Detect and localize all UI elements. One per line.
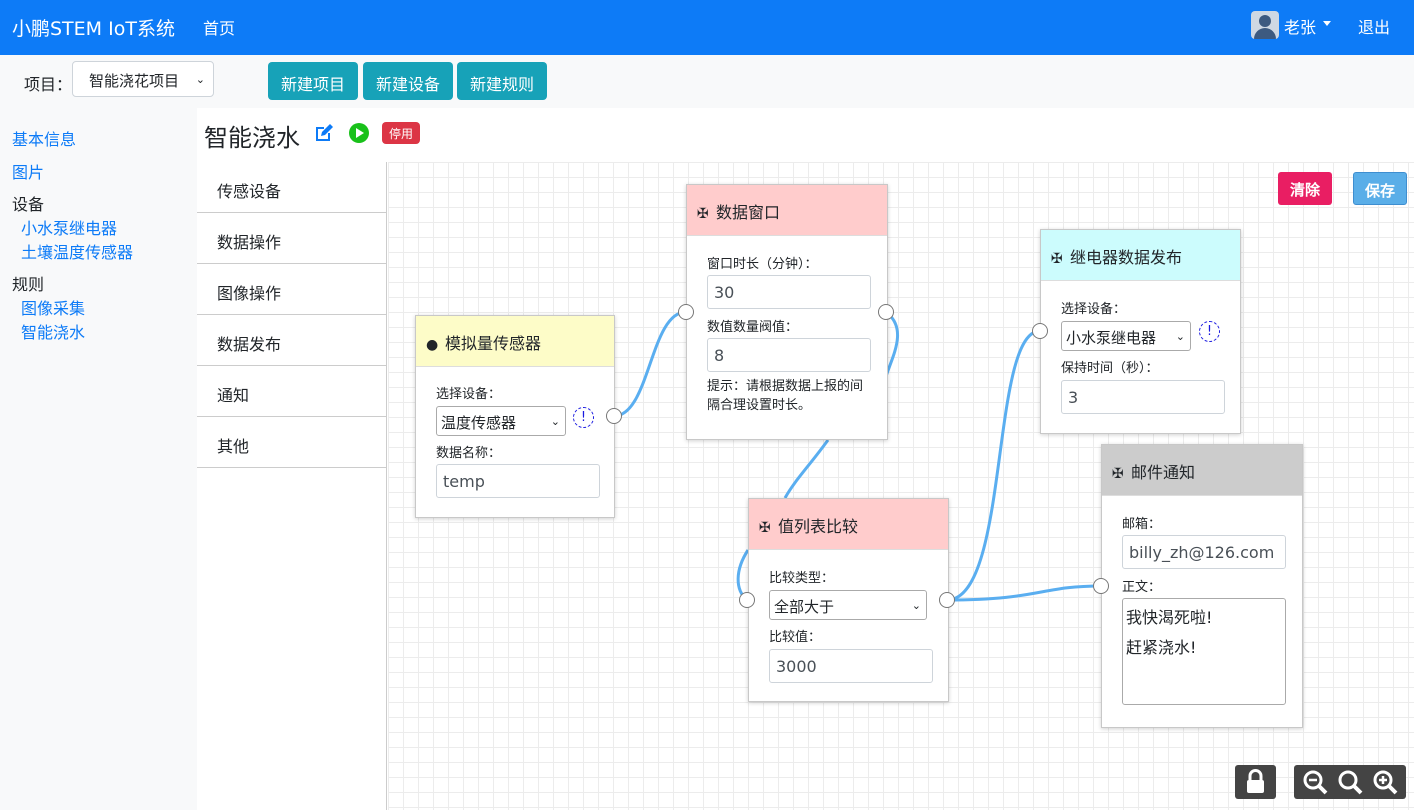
wire xyxy=(613,310,687,418)
node-data-window[interactable]: ✠ 数据窗口 窗口时长（分钟）： 30 数值数量阀值： 8 提示：请根据数据上报的… xyxy=(686,184,888,440)
compare-type-select[interactable]: 全部大于⌄ xyxy=(769,590,927,620)
project-label: 项目： xyxy=(24,75,73,94)
body-textarea[interactable]: 我快渴死啦! 赶紧浇水! xyxy=(1122,598,1286,705)
input-port[interactable] xyxy=(1093,578,1109,594)
palette-item[interactable]: 传感设备 xyxy=(197,162,387,213)
new-rule-button[interactable]: 新建规则 xyxy=(457,62,547,100)
navbar: 小鹏STEM IoT系统 首页 老张 退出 xyxy=(0,0,1414,55)
palette-item[interactable]: 数据发布 xyxy=(197,315,387,366)
chevron-down-icon[interactable] xyxy=(1323,21,1331,26)
node-title: 邮件通知 xyxy=(1131,463,1196,482)
output-port[interactable] xyxy=(939,592,955,608)
node-title: 模拟量传感器 xyxy=(445,334,542,353)
slack-icon: ✠ xyxy=(1112,466,1124,482)
project-select[interactable]: 智能浇花项目⌄ xyxy=(72,61,214,97)
new-project-button[interactable]: 新建项目 xyxy=(268,62,358,100)
slack-icon: ✠ xyxy=(697,206,709,222)
field-label: 窗口时长（分钟）： xyxy=(707,257,818,272)
sidebar: 基本信息 图片 设备 小水泵继电器 土壤温度传感器 规则 图像采集 智能浇水 xyxy=(0,108,197,810)
node-palette: 传感设备 数据操作 图像操作 数据发布 通知 其他 xyxy=(197,162,387,810)
input-port[interactable] xyxy=(739,592,755,608)
field-label: 比较值： xyxy=(769,630,822,645)
lock-icon xyxy=(1247,769,1264,793)
email-input[interactable]: billy_zh@126.com xyxy=(1122,535,1286,569)
new-device-button[interactable]: 新建设备 xyxy=(363,62,453,100)
field-label: 数据名称： xyxy=(436,446,502,461)
info-icon[interactable]: ! xyxy=(1199,321,1220,342)
zoom-in-icon[interactable] xyxy=(1372,769,1398,795)
brand[interactable]: 小鹏STEM IoT系统 xyxy=(12,18,175,40)
sidebar-device-item[interactable]: 土壤温度传感器 xyxy=(21,243,134,262)
info-icon[interactable]: ! xyxy=(573,407,594,428)
sidebar-devices-header: 设备 xyxy=(12,195,45,214)
palette-item[interactable]: 其他 xyxy=(197,417,387,468)
data-name-input[interactable]: temp xyxy=(436,464,600,498)
node-analog-sensor[interactable]: ● 模拟量传感器 选择设备： 温度传感器⌄ ! 数据名称： temp xyxy=(415,315,615,518)
input-port[interactable] xyxy=(1032,323,1048,339)
zoom-out-icon[interactable] xyxy=(1302,769,1328,795)
slack-icon: ✠ xyxy=(1051,251,1063,267)
play-icon[interactable] xyxy=(348,122,370,144)
sidebar-device-item[interactable]: 小水泵继电器 xyxy=(21,219,118,238)
output-port[interactable] xyxy=(878,304,894,320)
user-menu[interactable]: 老张 xyxy=(1284,18,1317,37)
device-select[interactable]: 温度传感器⌄ xyxy=(436,406,566,436)
compare-value-input[interactable]: 3000 xyxy=(769,649,933,683)
body-line: 赶紧浇水! xyxy=(1126,638,1197,657)
chevron-down-icon: ⌄ xyxy=(1175,330,1185,343)
node-title: 值列表比较 xyxy=(778,517,859,536)
chevron-down-icon: ⌄ xyxy=(195,73,205,86)
wire xyxy=(946,329,1041,602)
node-title: 继电器数据发布 xyxy=(1070,248,1183,267)
palette-item[interactable]: 图像操作 xyxy=(197,264,387,315)
avatar[interactable] xyxy=(1251,11,1279,39)
logout-link[interactable]: 退出 xyxy=(1358,18,1391,37)
node-relay-publish[interactable]: ✠ 继电器数据发布 选择设备： 小水泵继电器⌄ ! 保持时间（秒）： 3 xyxy=(1040,229,1241,434)
hold-time-input[interactable]: 3 xyxy=(1061,380,1225,414)
device-select[interactable]: 小水泵继电器⌄ xyxy=(1061,321,1191,351)
nav-home-link[interactable]: 首页 xyxy=(203,19,236,38)
sidebar-rule-item[interactable]: 图像采集 xyxy=(21,299,86,318)
field-label: 正文： xyxy=(1122,580,1162,595)
field-label: 选择设备： xyxy=(436,387,502,402)
field-label: 选择设备： xyxy=(1061,302,1127,317)
facebook-icon: ● xyxy=(426,337,439,353)
lock-button[interactable] xyxy=(1235,765,1276,799)
hint-text: 提示：请根据数据上报的间隔合理设置时长。 xyxy=(707,379,864,413)
slack-icon: ✠ xyxy=(759,520,771,536)
sidebar-rules-header: 规则 xyxy=(12,275,45,294)
field-label: 保持时间（秒）： xyxy=(1061,361,1159,376)
count-input[interactable]: 8 xyxy=(707,338,871,372)
wire xyxy=(783,439,830,499)
node-email-notify[interactable]: ✠ 邮件通知 邮箱： billy_zh@126.com 正文： 我快渴死啦! 赶紧… xyxy=(1101,444,1303,728)
chevron-down-icon: ⌄ xyxy=(550,415,560,428)
sidebar-rule-item[interactable]: 智能浇水 xyxy=(21,323,86,342)
palette-item[interactable]: 通知 xyxy=(197,366,387,417)
zoom-controls xyxy=(1294,765,1406,799)
node-title: 数据窗口 xyxy=(716,203,781,222)
duration-input[interactable]: 30 xyxy=(707,275,871,309)
field-label: 比较类型： xyxy=(769,571,835,586)
field-label: 数值数量阀值： xyxy=(707,320,799,335)
zoom-reset-icon[interactable] xyxy=(1337,769,1363,795)
edit-icon[interactable] xyxy=(312,121,336,145)
save-button[interactable]: 保存 xyxy=(1353,172,1407,205)
body-line: 我快渴死啦! xyxy=(1126,608,1213,627)
palette-item[interactable]: 数据操作 xyxy=(197,213,387,264)
sidebar-images[interactable]: 图片 xyxy=(12,163,45,182)
sidebar-basic-info[interactable]: 基本信息 xyxy=(12,130,77,149)
wire xyxy=(946,584,1102,602)
field-label: 邮箱： xyxy=(1122,517,1162,532)
node-value-compare[interactable]: ✠ 值列表比较 比较类型： 全部大于⌄ 比较值： 3000 xyxy=(748,498,949,702)
input-port[interactable] xyxy=(678,304,694,320)
clear-button[interactable]: 清除 xyxy=(1278,172,1332,205)
page-title: 智能浇水 xyxy=(204,124,300,152)
status-badge: 停用 xyxy=(382,122,420,144)
output-port[interactable] xyxy=(606,408,622,424)
chevron-down-icon: ⌄ xyxy=(911,599,921,612)
